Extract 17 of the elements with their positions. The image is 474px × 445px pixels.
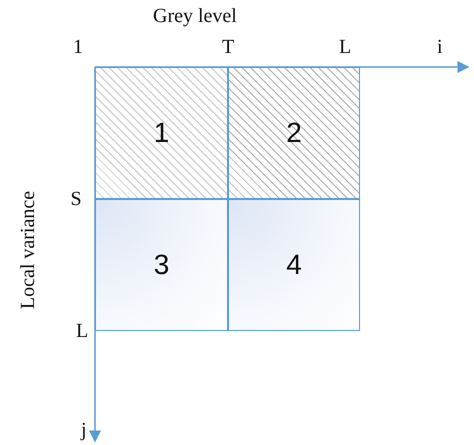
region-number: 3 xyxy=(154,249,170,281)
region-cell xyxy=(228,67,360,199)
region-cell xyxy=(228,199,360,331)
axis-tick-label: T xyxy=(222,37,234,57)
region-number: 2 xyxy=(286,117,302,149)
axis-tick-label: S xyxy=(70,189,82,209)
region-number: 4 xyxy=(286,249,302,281)
axis-name: i xyxy=(437,37,443,57)
axis-tick-label: L xyxy=(339,37,352,57)
axis-title: Grey level xyxy=(153,6,237,26)
axis-title: Local variance xyxy=(18,190,38,310)
region-cell xyxy=(95,67,228,199)
axis-tick-label: 1 xyxy=(73,37,83,57)
region-cell xyxy=(95,199,228,331)
region-number: 1 xyxy=(154,117,170,149)
axis-tick-label: L xyxy=(76,321,88,341)
axis-name: j xyxy=(81,420,87,440)
